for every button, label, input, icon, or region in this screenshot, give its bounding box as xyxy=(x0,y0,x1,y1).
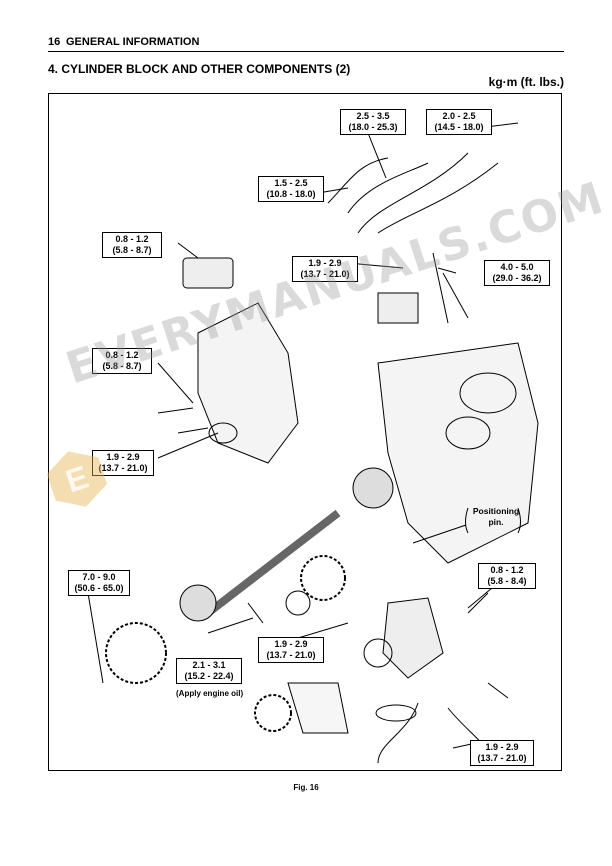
torque-metric: 2.0 - 2.5 xyxy=(442,111,476,121)
torque-imperial: (18.0 - 25.3) xyxy=(348,122,398,132)
bore-2 xyxy=(445,416,491,450)
torque-imperial: (13.7 - 21.0) xyxy=(266,650,316,660)
torque-imperial: (5.8 - 8.7) xyxy=(112,245,152,255)
torque-metric: 0.8 - 1.2 xyxy=(115,234,149,244)
torque-metric: 2.1 - 3.1 xyxy=(192,660,226,670)
torque-metric: 1.9 - 2.9 xyxy=(485,742,519,752)
pin-arrow xyxy=(412,524,467,544)
figure-caption: Fig. 16 xyxy=(293,783,319,792)
torque-spec-4: 0.8 - 1.2 (5.8 - 8.7) xyxy=(102,232,162,258)
torque-spec-7: 0.8 - 1.2 (5.8 - 8.7) xyxy=(92,348,152,374)
torque-imperial: (13.7 - 21.0) xyxy=(477,753,527,763)
torque-spec-8: 1.9 - 2.9 (13.7 - 21.0) xyxy=(92,450,154,476)
injection-lines xyxy=(327,152,499,234)
torque-imperial: (15.2 - 22.4) xyxy=(184,671,234,681)
torque-metric: 1.9 - 2.9 xyxy=(308,258,342,268)
units-label: kg·m (ft. lbs.) xyxy=(488,75,564,89)
oil-strainer xyxy=(375,704,417,722)
bearing-2 xyxy=(179,584,217,622)
bearing-1 xyxy=(352,467,394,509)
torque-spec-13: 1.9 - 2.9 (13.7 - 21.0) xyxy=(470,740,534,766)
torque-imperial: (13.7 - 21.0) xyxy=(300,269,350,279)
watermark-logo-icon: E xyxy=(46,451,108,507)
figure-frame xyxy=(48,93,562,771)
header-title: GENERAL INFORMATION xyxy=(66,36,200,48)
torque-imperial: (13.7 - 21.0) xyxy=(98,463,148,473)
torque-spec-11: 1.9 - 2.9 (13.7 - 21.0) xyxy=(258,637,324,663)
exploded-diagram xyxy=(87,122,539,764)
bolt xyxy=(467,592,489,614)
torque-metric: 1.9 - 2.9 xyxy=(274,639,308,649)
page-header: 16 GENERAL INFORMATION xyxy=(48,35,564,52)
injector-body xyxy=(377,292,419,324)
torque-spec-2: 2.0 - 2.5 (14.5 - 18.0) xyxy=(426,109,492,135)
bolt xyxy=(157,407,194,414)
torque-imperial: (10.8 - 18.0) xyxy=(266,189,316,199)
torque-spec-6: 4.0 - 5.0 (29.0 - 36.2) xyxy=(484,260,550,286)
oil-pump-body xyxy=(382,597,444,679)
oil-seal xyxy=(208,422,238,444)
torque-spec-5: 1.9 - 2.9 (13.7 - 21.0) xyxy=(292,256,358,282)
apply-oil-note: (Apply engine oil) xyxy=(176,689,244,698)
page-number: 16 xyxy=(48,36,61,48)
crankshaft xyxy=(205,509,341,617)
torque-metric: 0.8 - 1.2 xyxy=(490,565,524,575)
thrust-plate xyxy=(285,590,311,616)
positioning-bracket xyxy=(465,507,521,534)
pump-cover xyxy=(287,682,349,734)
torque-metric: 0.8 - 1.2 xyxy=(105,350,139,360)
bolt xyxy=(177,427,209,434)
torque-metric: 7.0 - 9.0 xyxy=(82,572,116,582)
positioning-pin-label: Positioning pin. xyxy=(472,506,520,527)
torque-imperial: (50.6 - 65.0) xyxy=(74,583,124,593)
torque-imperial: (29.0 - 36.2) xyxy=(492,273,542,283)
torque-spec-10: 0.8 - 1.2 (5.8 - 8.4) xyxy=(478,563,536,589)
torque-imperial: (5.8 - 8.4) xyxy=(487,576,527,586)
torque-metric: 1.9 - 2.9 xyxy=(106,452,140,462)
section-title: 4. CYLINDER BLOCK AND OTHER COMPONENTS (… xyxy=(48,62,351,76)
cover xyxy=(182,257,234,289)
torque-metric: 2.5 - 3.5 xyxy=(356,111,390,121)
cylinder-block xyxy=(377,342,539,564)
pump-rotor xyxy=(363,638,393,668)
torque-spec-1: 2.5 - 3.5 (18.0 - 25.3) xyxy=(340,109,406,135)
bolt xyxy=(487,682,509,699)
torque-spec-3: 1.5 - 2.5 (10.8 - 18.0) xyxy=(258,176,324,202)
injector-nozzle xyxy=(432,252,469,324)
oil-pump-gear xyxy=(254,694,292,732)
torque-spec-12: 2.1 - 3.1 (15.2 - 22.4) xyxy=(176,658,242,684)
crank-gear xyxy=(105,622,167,684)
torque-imperial: (14.5 - 18.0) xyxy=(434,122,484,132)
bore-1 xyxy=(459,372,517,414)
torque-spec-9: 7.0 - 9.0 (50.6 - 65.0) xyxy=(68,570,130,596)
torque-metric: 4.0 - 5.0 xyxy=(500,262,534,272)
idle-gear xyxy=(300,555,346,601)
bolt xyxy=(247,602,264,624)
torque-metric: 1.5 - 2.5 xyxy=(274,178,308,188)
torque-imperial: (5.8 - 8.7) xyxy=(102,361,142,371)
